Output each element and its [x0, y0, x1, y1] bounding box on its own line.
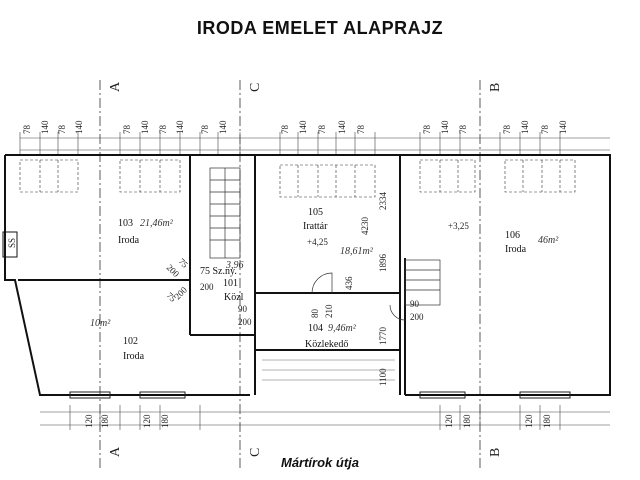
dim-78: 78 — [57, 125, 67, 135]
room-104-name: Közlekedő — [305, 339, 348, 350]
axis-label-a-top: A — [108, 81, 123, 92]
wall-label-ss: SS — [7, 238, 17, 248]
dim-90: 90 — [238, 304, 248, 314]
street-name: Mártírok útja — [280, 455, 359, 470]
dim-78: 78 — [280, 125, 290, 135]
dim-78: 78 — [158, 125, 168, 135]
axis-label-c-bottom: C — [248, 448, 263, 457]
dim-180: 180 — [542, 414, 552, 428]
dim-200: 200 — [410, 312, 424, 322]
page-title: IRODA EMELET ALAPRAJZ — [196, 18, 444, 38]
dim-4230: 4230 — [360, 217, 370, 236]
room-106-name: Iroda — [505, 244, 527, 255]
room-102-number: 102 — [123, 336, 138, 347]
dim-140: 140 — [74, 120, 84, 134]
axis-label-a-bottom: A — [108, 446, 123, 457]
dim-180: 180 — [160, 414, 170, 428]
dim-78: 78 — [458, 125, 468, 135]
dim-78: 78 — [122, 125, 132, 135]
room-106-number: 106 — [505, 230, 520, 241]
axis-label-b-top: B — [488, 83, 503, 92]
room-102-name: Iroda — [123, 351, 145, 362]
dim-140: 140 — [298, 120, 308, 134]
room-105-level: +4,25 — [307, 237, 328, 247]
dim-436: 436 — [344, 276, 354, 290]
room-104-number: 104 — [308, 323, 323, 334]
dim-80: 80 — [310, 309, 320, 319]
dim-78: 78 — [422, 125, 432, 135]
dim-120: 120 — [84, 414, 94, 428]
dim-90: 90 — [410, 299, 420, 309]
room-105-name: Irattár — [303, 221, 328, 232]
dim-78: 78 — [356, 125, 366, 135]
outer-walls — [4, 154, 611, 396]
dim-140: 140 — [140, 120, 150, 134]
axis-label-b-bottom: B — [488, 448, 503, 457]
room-105-area: 18,61m² — [340, 246, 374, 257]
dim-2334: 2334 — [378, 192, 388, 211]
room-105-number: 105 — [308, 207, 323, 218]
room-102-area: 10m² — [90, 318, 111, 329]
dim-120: 120 — [444, 414, 454, 428]
room-104-area: 9,46m² — [328, 323, 357, 334]
axis-label-c-top: C — [248, 83, 263, 92]
staircase — [209, 167, 441, 306]
dim-140: 140 — [175, 120, 185, 134]
dim-200: 200 — [238, 317, 252, 327]
dim-140: 140 — [440, 120, 450, 134]
room-106-level: +3,25 — [448, 221, 469, 231]
sz-ny-label: 75 Sz.ny. — [200, 266, 237, 277]
dim-1896: 1896 — [378, 254, 388, 273]
room-103-number: 103 — [118, 218, 133, 229]
room-103-area: 21,46m² — [140, 218, 174, 229]
dim-1100: 1100 — [378, 368, 388, 386]
room-101-name: Közl — [224, 292, 244, 303]
dim-210: 210 — [324, 304, 334, 318]
dim-78: 78 — [502, 125, 512, 135]
room-101-number: 101 — [223, 278, 238, 289]
room-101-area: 3,96 — [225, 260, 244, 271]
dim-120: 120 — [142, 414, 152, 428]
dim-78: 78 — [22, 125, 32, 135]
dim-140: 140 — [218, 120, 228, 134]
dim-78: 78 — [317, 125, 327, 135]
dim-78: 78 — [540, 125, 550, 135]
dim-120: 120 — [524, 414, 534, 428]
dim-140: 140 — [337, 120, 347, 134]
dim-1770: 1770 — [378, 327, 388, 346]
dim-140: 140 — [40, 120, 50, 134]
dim-180: 180 — [462, 414, 472, 428]
dim-180: 180 — [100, 414, 110, 428]
room-103-name: Iroda — [118, 235, 140, 246]
dim-78: 78 — [200, 125, 210, 135]
dim-140: 140 — [558, 120, 568, 134]
room-106-area: 46m² — [538, 235, 559, 246]
dim-140: 140 — [520, 120, 530, 134]
dim-200: 200 — [200, 282, 214, 292]
